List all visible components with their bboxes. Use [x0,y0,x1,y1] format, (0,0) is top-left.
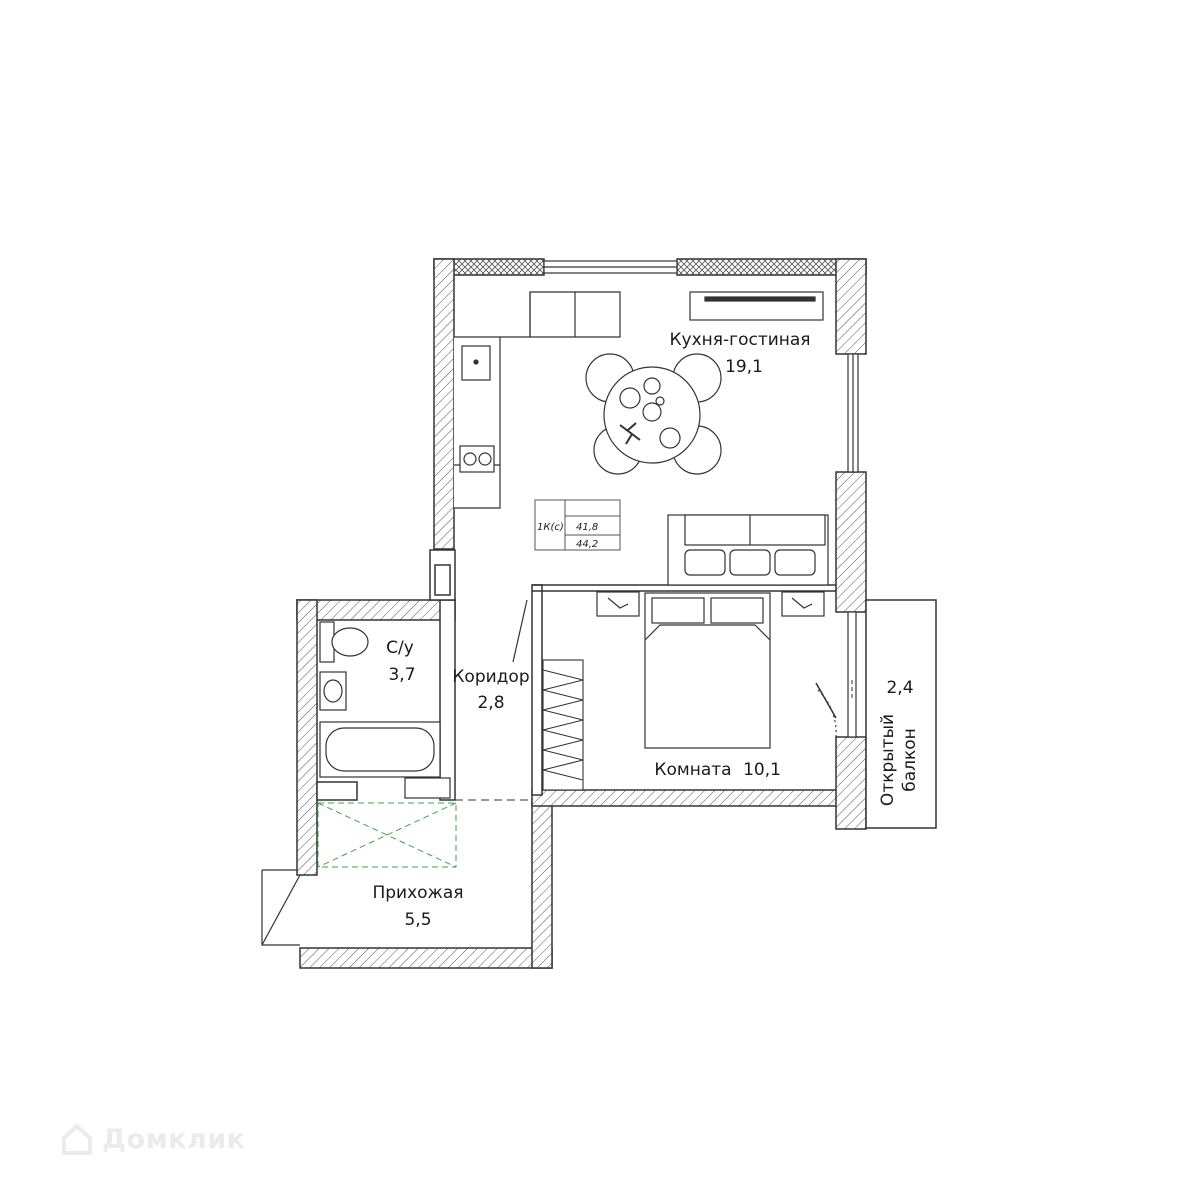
kitchen-counter [454,291,621,509]
watermark-text: Домклик [102,1123,246,1155]
house-icon [62,1124,92,1155]
balcony-area: 2,4 [886,678,913,698]
corridor-area: 2,8 [477,693,504,713]
wall-bath-right [439,599,456,801]
windows [543,260,859,738]
legend-box [534,499,621,551]
wall-bath-left [296,599,318,876]
bathtub [319,721,441,778]
wall-right-middle [835,471,867,613]
legend-type: 1К(с) [537,522,564,533]
partitions [316,549,836,801]
bedroom-area: 10,1 [743,760,781,780]
balcony-name-line2: балкон [900,728,920,792]
washing-machine [404,777,451,799]
washbasin [319,671,347,711]
bathroom-name: С/у [386,638,414,658]
wall-right-lower [835,736,867,830]
wall-right-upper [835,258,867,355]
doors [261,682,837,946]
legend-area-total: 44,2 [576,539,598,550]
watermark: Домклик [60,1122,246,1156]
wardrobe [542,659,584,791]
sofa [667,514,829,586]
corridor-leader [512,599,528,663]
wall-hall-right [531,799,553,969]
kitchen-area: 19,1 [725,357,763,377]
balcony-door [847,611,857,738]
bathroom-area: 3,7 [388,665,415,685]
dashed-lines [317,680,853,868]
balcony-outline [865,599,937,829]
legend-area-living: 41,8 [576,522,598,533]
wall-left-kitchen [433,258,455,550]
wall-bath-bottom [316,781,358,801]
balcony-name-line1: Открытый [878,714,898,806]
wall-bedroom-left [531,584,543,796]
stove [459,445,495,473]
dining-table [585,353,722,475]
sink [461,345,491,381]
bed [644,592,771,749]
exterior-walls [296,258,867,969]
tv-unit [689,291,824,321]
hall-zone [317,802,457,868]
wall-bath-top [296,599,456,621]
hall-name: Прихожая [372,883,463,903]
hall-area: 5,5 [404,910,431,930]
nightstands [596,591,825,617]
wall-bedroom-bottom [531,789,853,807]
toilet [319,621,369,663]
entrance-door [261,874,301,946]
bedroom-name: Комната [654,760,731,780]
wall-hall-bottom [299,947,553,969]
kitchen-name: Кухня-гостиная [669,330,810,350]
corridor-name: Коридор [452,667,529,687]
balcony-door-leaf [815,682,837,719]
